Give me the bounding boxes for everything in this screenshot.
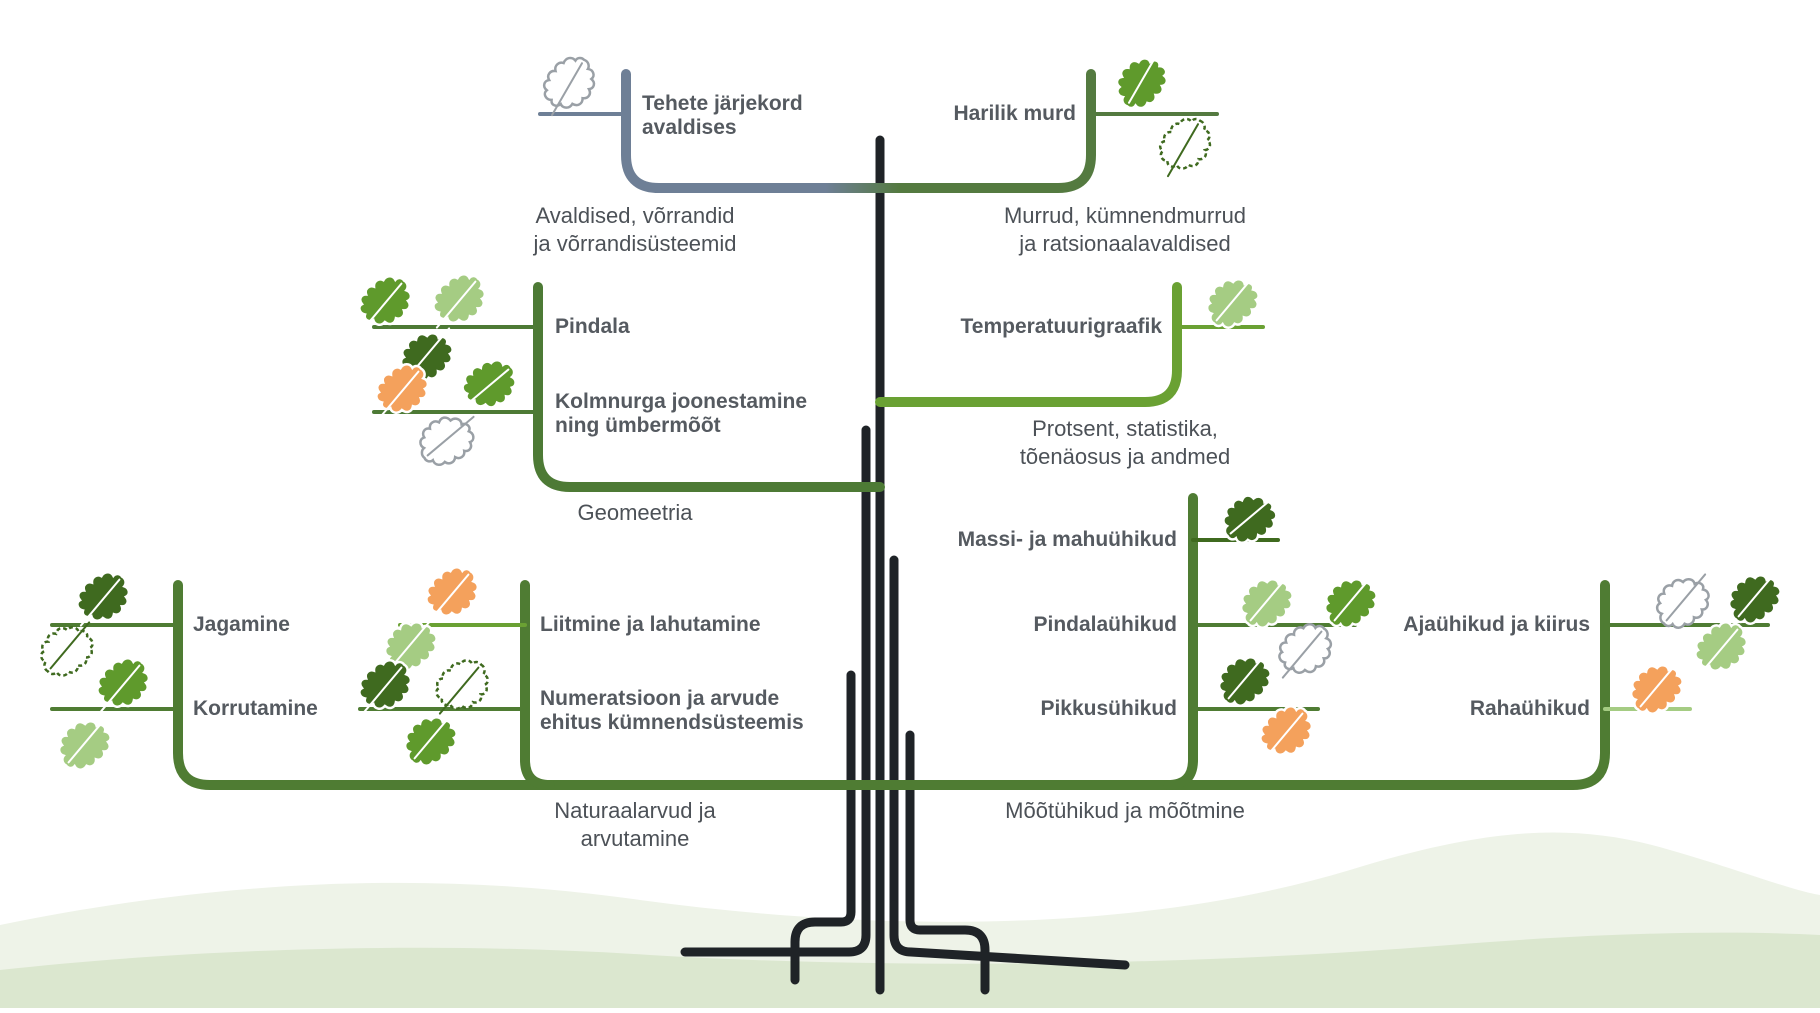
leaf-icon [88, 646, 161, 720]
topic-fractions-line2: ja ratsionaalavaldised [1019, 231, 1231, 256]
leaf-icon [424, 262, 497, 336]
subtopic-fraction-line1: Harilik murd [953, 102, 1076, 125]
branch-percent [875, 282, 1265, 407]
topic-geometry-line1: Geomeetria [577, 500, 693, 525]
leaf-icon [417, 555, 490, 629]
topic-units: Mõõtühikud ja mõõtmine [965, 797, 1285, 825]
topic-percent: Protsent, statistika, tõenäosus ja andme… [965, 415, 1285, 471]
subtopic-order-line1: Tehete järjekord [642, 92, 803, 115]
leaf-icon [1229, 566, 1302, 640]
topic-expressions: Avaldised, võrrandid ja võrrandisüsteemi… [470, 202, 800, 258]
tree-roots [680, 900, 1130, 995]
leaf-icon [373, 609, 446, 683]
subtopic-order-line2: avaldises [642, 116, 737, 139]
subtopic-division-line1: Jagamine [193, 613, 290, 636]
subtopic-money[interactable]: Rahaühikud [1470, 697, 1590, 721]
subtopic-addition[interactable]: Liitmine ja lahutamine [540, 613, 761, 637]
branch-naturals-units [50, 493, 1770, 790]
subtopic-mass[interactable]: Massi- ja mahuühikud [958, 528, 1177, 552]
subtopic-numeration[interactable]: Numeratsioon ja arvude ehitus kümnendsüs… [540, 687, 804, 735]
leaf-icon [1645, 566, 1718, 640]
subtopic-length[interactable]: Pikkusühikud [1040, 697, 1177, 721]
topic-percent-line2: tõenäosus ja andmed [1019, 444, 1231, 469]
subtopic-areaunits-line1: Pindalaühikud [1033, 613, 1177, 636]
topic-units-line1: Mõõtühikud ja mõõtmine [1005, 798, 1245, 823]
leaf-icon [1313, 566, 1386, 640]
subtopic-time-line1: Ajaühikud ja kiirus [1403, 613, 1590, 636]
subtopic-triangle[interactable]: Kolmnurga joonestamine ning ümbermõõt [555, 390, 807, 438]
topic-geometry: Geomeetria [535, 499, 735, 527]
subtopic-order[interactable]: Tehete järjekord avaldises [642, 92, 803, 140]
leaf-icon [1207, 644, 1280, 718]
subtopic-numeration-line2: ehitus kümnendsüsteemis [540, 711, 804, 734]
leaves [29, 46, 1790, 782]
leaf-icon [47, 708, 120, 782]
subtopic-length-line1: Pikkusühikud [1040, 697, 1177, 720]
topic-percent-line1: Protsent, statistika, [1032, 416, 1218, 441]
leaf-icon [29, 614, 102, 688]
topic-fractions: Murrud, kümnendmurrud ja ratsionaalavald… [955, 202, 1295, 258]
subtopic-division[interactable]: Jagamine [193, 613, 290, 637]
subtopic-tempgraph-line1: Temperatuurigraafik [960, 315, 1163, 338]
leaf-icon [393, 704, 466, 778]
topic-fractions-line1: Murrud, kümnendmurrud [1003, 203, 1247, 228]
background-hill-front [0, 932, 1820, 1008]
subtopic-area-line1: Pindala [555, 315, 630, 338]
topic-expressions-line1: Avaldised, võrrandid [535, 203, 735, 228]
subtopic-multiplication-line1: Korrutamine [193, 697, 318, 720]
leaf-icon [1151, 107, 1221, 181]
leaf-icon [367, 352, 440, 426]
subtopic-tempgraph[interactable]: Temperatuurigraafik [961, 315, 1163, 339]
subtopic-addition-line1: Liitmine ja lahutamine [540, 613, 761, 636]
tree-trunk [846, 135, 915, 995]
subtopic-numeration-line1: Numeratsioon ja arvude [540, 687, 780, 710]
leaf-icon [1270, 612, 1343, 686]
leaf-icon [1195, 266, 1268, 340]
subtopic-multiplication[interactable]: Korrutamine [193, 697, 318, 721]
branch-expressions-fractions [538, 69, 1219, 193]
leaf-icon [1106, 46, 1176, 120]
subtopic-fraction[interactable]: Harilik murd [953, 102, 1076, 126]
subtopic-areaunits[interactable]: Pindalaühikud [1033, 613, 1177, 637]
leaf-icon [535, 46, 605, 120]
subtopic-mass-line1: Massi- ja mahuühikud [957, 528, 1177, 551]
subtopic-triangle-line2: ning ümbermõõt [555, 414, 721, 437]
subtopic-triangle-line1: Kolmnurga joonestamine [555, 390, 808, 413]
leaf-icon [1251, 694, 1324, 768]
leaf-icon [1211, 482, 1286, 556]
leaf-icon [1717, 562, 1790, 636]
topic-naturals: Naturaalarvud ja arvutamine [515, 797, 755, 853]
leaf-icon [453, 347, 528, 421]
leaf-icon [427, 648, 500, 722]
leaf-icon [1619, 652, 1692, 726]
subtopic-money-line1: Rahaühikud [1469, 697, 1590, 720]
topic-naturals-line2: arvutamine [580, 826, 690, 851]
leaf-icon [350, 648, 423, 722]
leaf-icon [1686, 610, 1759, 684]
leaf-icon [68, 560, 141, 634]
subtopic-area[interactable]: Pindala [555, 315, 630, 339]
topic-naturals-line1: Naturaalarvud ja [554, 798, 716, 823]
subtopic-time[interactable]: Ajaühikud ja kiirus [1403, 613, 1590, 637]
leaf-icon [408, 404, 483, 478]
leaf-icon [350, 264, 423, 338]
topic-expressions-line2: ja võrrandisüsteemid [533, 231, 737, 256]
